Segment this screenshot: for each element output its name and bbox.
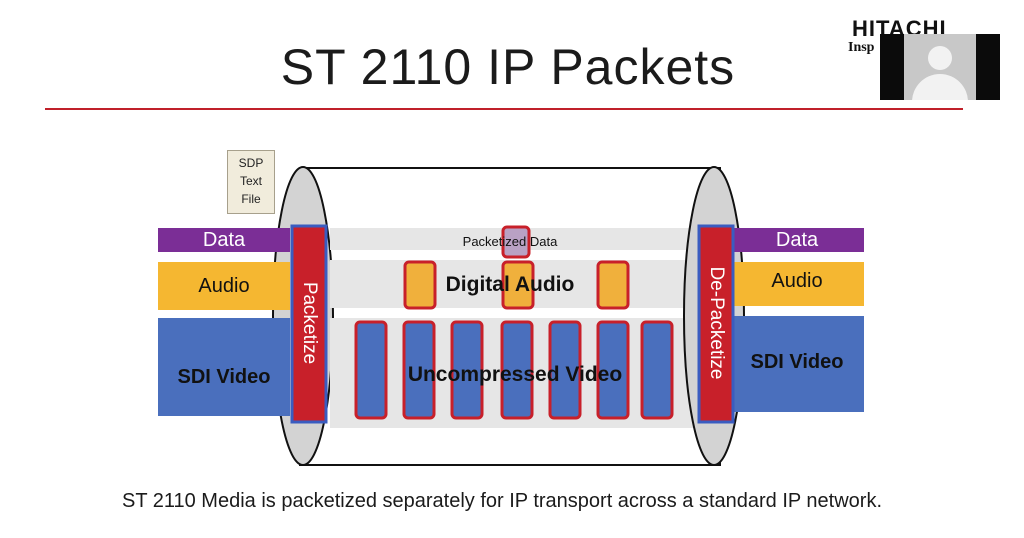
- brand-logo-subtitle: Insp: [848, 40, 875, 55]
- packetize-label: Packetize: [299, 281, 320, 365]
- sdp-line: SDP: [238, 156, 264, 170]
- left-video-label: SDI Video: [177, 365, 271, 388]
- left-audio-label: Audio: [198, 274, 250, 297]
- digital-audio-label: Digital Audio: [445, 273, 575, 296]
- video-packet: [450, 320, 484, 420]
- right-audio-label: Audio: [771, 269, 823, 292]
- data-packet: [501, 225, 531, 259]
- packetize-stage: [290, 224, 328, 424]
- slide-title: ST 2110 IP Packets: [280, 39, 736, 95]
- audio-packet: [596, 260, 630, 310]
- presenter-video-thumbnail[interactable]: [880, 34, 1000, 100]
- video-packet: [402, 320, 436, 420]
- depacketize-label: De-Packetize: [706, 266, 727, 380]
- left-video-block: [158, 318, 290, 416]
- audio-packet: [403, 260, 437, 310]
- right-data-label: Data: [775, 228, 819, 251]
- left-data-label: Data: [202, 228, 246, 251]
- video-packet: [548, 320, 582, 420]
- right-video-label: SDI Video: [750, 350, 844, 373]
- title-rule: [45, 108, 963, 110]
- left-data-block: [158, 228, 290, 252]
- video-packet: [640, 320, 674, 420]
- video-packet: [354, 320, 388, 420]
- slide-caption: ST 2110 Media is packetized separately f…: [121, 490, 883, 512]
- sdp-line: File: [241, 192, 261, 206]
- video-packet: [596, 320, 630, 420]
- sdp-line: Text: [239, 174, 262, 188]
- right-video-block: [730, 316, 864, 412]
- person-avatar-icon: [904, 34, 976, 100]
- audio-packet: [501, 260, 535, 310]
- packetized-data-label: Packetized Data: [462, 233, 558, 249]
- left-audio-block: [158, 262, 290, 310]
- depacketize-stage: [697, 224, 735, 424]
- uncompressed-video-label: Uncompressed Video: [407, 363, 623, 386]
- right-data-block: [730, 228, 864, 252]
- video-packet: [500, 320, 534, 420]
- right-audio-block: [730, 262, 864, 306]
- sdp-text-file: SDP Text File: [227, 150, 275, 214]
